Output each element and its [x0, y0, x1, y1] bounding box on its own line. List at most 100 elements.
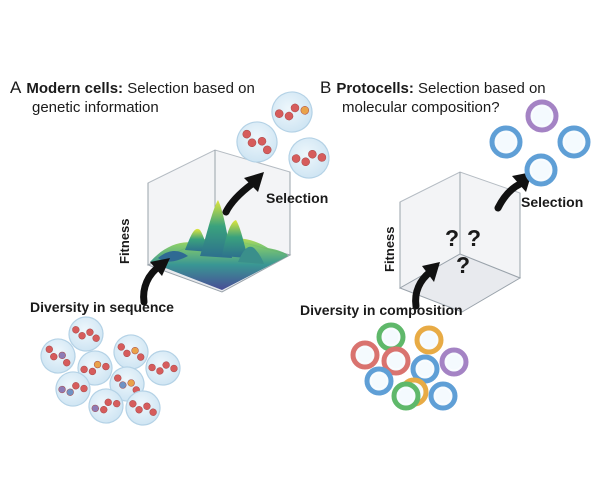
diversity-arrow-b [412, 262, 440, 310]
bead [117, 343, 125, 351]
bead [317, 153, 327, 162]
fitness-landscape [150, 200, 288, 290]
bead [104, 398, 112, 406]
bead [127, 379, 135, 387]
panel-b-subtitle-line2: molecular composition? [342, 99, 500, 116]
diversity-label-b: Diversity in composition [300, 302, 463, 318]
panel-a-subtitle-line1: Selection based on [123, 80, 255, 97]
bead [301, 157, 310, 167]
panel-a-title: Modern cells: [26, 80, 124, 97]
cell-membrane [55, 371, 91, 407]
bead [129, 400, 137, 408]
bead [113, 399, 121, 408]
bead [284, 111, 294, 121]
bead [274, 109, 284, 118]
bead [300, 106, 310, 115]
ring-highlight [420, 331, 438, 349]
bead [58, 385, 66, 394]
selection-label-b: Selection [521, 194, 584, 210]
ring-highlight [356, 346, 374, 364]
selected-protocells-b [489, 99, 591, 187]
panel-a-letter: A [10, 78, 22, 97]
bead [262, 145, 272, 155]
fitness-axis-label-b: Fitness [382, 226, 397, 272]
cell [113, 334, 149, 370]
ring-highlight [445, 353, 463, 371]
cell [288, 137, 330, 179]
bead [135, 406, 143, 414]
bead [149, 408, 157, 416]
question-mark-2: ? [467, 225, 482, 251]
bead [308, 149, 317, 159]
cell-membrane [68, 316, 104, 352]
bead [72, 382, 80, 390]
diversity-arrow-a [140, 258, 170, 306]
bead [80, 384, 88, 393]
ring-highlight [370, 372, 388, 390]
question-mark-3: ? [456, 252, 471, 278]
fitness-box-b [398, 171, 522, 313]
bead [156, 367, 164, 375]
panel-b-subtitle-line1: Selection based on [413, 80, 546, 97]
bead [100, 406, 108, 414]
question-mark-1: ? [445, 225, 460, 251]
cell [125, 390, 161, 426]
ring-highlight [495, 131, 517, 153]
panel-b-letter: B [320, 78, 332, 97]
bead [162, 361, 170, 369]
panel-a-subtitle-line2: genetic information [32, 99, 159, 116]
cell [88, 388, 124, 424]
bead [137, 353, 145, 361]
bead [119, 381, 127, 389]
selection-arrow-a [222, 172, 264, 216]
bead [93, 360, 102, 369]
bead [88, 367, 97, 376]
bead [242, 129, 252, 139]
cell-membrane [271, 91, 313, 133]
bead [143, 402, 151, 410]
diverse-cells-a [40, 316, 181, 426]
bead [50, 352, 58, 361]
bead [78, 332, 86, 340]
bead [290, 103, 300, 113]
cell [55, 371, 91, 407]
bead [45, 345, 53, 353]
bead [80, 365, 88, 374]
bead [131, 346, 139, 355]
ring-highlight [434, 387, 452, 405]
cell-membrane [288, 137, 330, 179]
diverse-protocells-b [350, 322, 469, 411]
bead [72, 326, 80, 334]
bead [123, 349, 131, 358]
bead [114, 374, 122, 382]
bead [63, 359, 71, 367]
panel-b-title: Protocells: [336, 80, 414, 97]
ring-highlight [397, 387, 415, 405]
cell-membrane [88, 388, 124, 424]
fitness-axis-label-a: Fitness [117, 218, 132, 264]
bead [86, 328, 94, 336]
ring-highlight [531, 105, 553, 127]
ring-highlight [416, 360, 434, 378]
cell [40, 338, 76, 374]
ring-highlight [382, 328, 400, 346]
selected-cells-a [236, 91, 330, 179]
bead [257, 136, 267, 146]
cell [271, 91, 313, 133]
bead [148, 363, 156, 372]
bead [91, 404, 99, 413]
cell-membrane [125, 390, 161, 426]
ring-highlight [530, 159, 552, 181]
bead [58, 351, 66, 360]
bead [66, 388, 74, 396]
diversity-label-a: Diversity in sequence [30, 299, 174, 315]
ring-highlight [387, 352, 405, 370]
bead [92, 334, 100, 342]
cell-membrane [145, 350, 181, 386]
bead [102, 362, 110, 371]
ring-highlight [563, 131, 585, 153]
